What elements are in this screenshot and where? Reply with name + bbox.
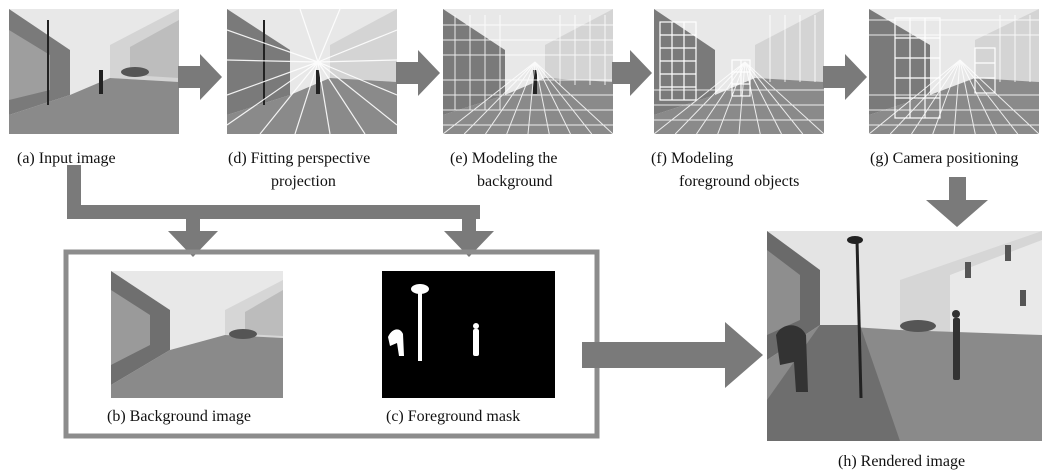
label-camera-positioning: (g) Camera positioning bbox=[870, 150, 1018, 167]
rendered-image-h bbox=[767, 231, 1042, 441]
arrow-a-to-bc bbox=[67, 165, 494, 257]
arrow-g-to-h bbox=[926, 177, 988, 227]
label-modeling-foreground-line1: (f) Modeling bbox=[651, 150, 733, 167]
arrow-a-to-d bbox=[178, 54, 222, 100]
label-fitting-perspective-line1: (d) Fitting perspective bbox=[228, 150, 370, 167]
label-input-image: (a) Input image bbox=[17, 150, 116, 167]
label-modeling-background-line2: background bbox=[477, 173, 553, 190]
arrow-e-to-f bbox=[612, 50, 652, 96]
background-image-b bbox=[111, 271, 283, 398]
label-foreground-mask: (c) Foreground mask bbox=[386, 408, 520, 425]
arrow-f-to-g bbox=[823, 54, 867, 100]
arrow-d-to-e bbox=[396, 50, 440, 96]
background-model-image-e bbox=[443, 9, 613, 134]
perspective-fit-image-d bbox=[227, 9, 397, 134]
label-modeling-foreground-line2: foreground objects bbox=[679, 173, 799, 190]
camera-position-image-g bbox=[869, 9, 1039, 134]
arrow-group-to-h bbox=[582, 322, 763, 388]
input-image-a bbox=[9, 9, 179, 134]
foreground-model-image-f bbox=[654, 9, 824, 134]
label-rendered-image: (h) Rendered image bbox=[838, 453, 965, 470]
label-background-image: (b) Background image bbox=[107, 408, 251, 425]
foreground-mask-c bbox=[382, 271, 555, 398]
label-fitting-perspective-line2: projection bbox=[271, 173, 336, 190]
label-modeling-background-line1: (e) Modeling the bbox=[450, 150, 558, 167]
